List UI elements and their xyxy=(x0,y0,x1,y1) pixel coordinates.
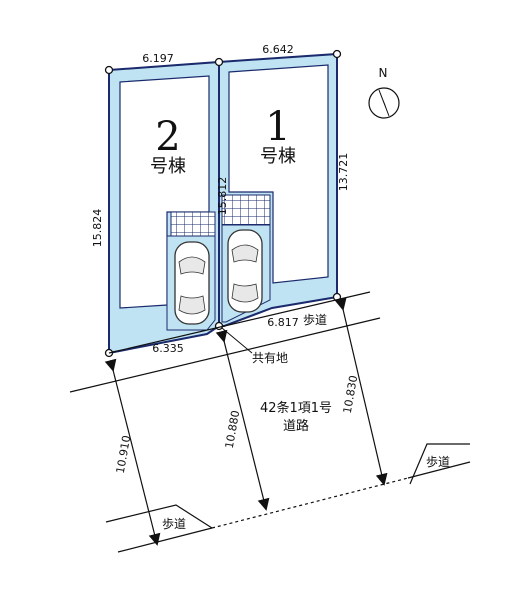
parking-grate-2 xyxy=(170,211,216,237)
dim-lot1-top: 6.642 xyxy=(262,43,294,56)
lot-1-number: 1 xyxy=(265,104,290,150)
road-width-left xyxy=(104,358,161,546)
lot-2-number: 2 xyxy=(155,114,180,160)
north-arrow-icon xyxy=(368,87,400,119)
dim-road-center: 10.880 xyxy=(223,409,242,449)
corner-markers xyxy=(104,49,342,358)
road-width-center xyxy=(215,329,270,511)
lot-2-label: 号棟 xyxy=(150,156,186,177)
building-1 xyxy=(228,64,329,284)
road-type-label: 42条1項1号 xyxy=(260,400,332,416)
car-2 xyxy=(174,241,210,325)
car-1 xyxy=(227,229,263,313)
shared-land-label: 共有地 xyxy=(252,351,288,365)
building-2 xyxy=(119,75,210,309)
north-label: N xyxy=(379,66,388,80)
dim-road-left: 10.910 xyxy=(114,434,133,474)
dim-lot2-bottom: 6.335 xyxy=(152,342,184,355)
dim-center-line: 15.812 xyxy=(216,177,229,216)
road-edge-upper xyxy=(108,291,371,354)
sidewalk-left-stub xyxy=(105,504,213,529)
lot-1-label: 号棟 xyxy=(260,146,296,167)
sidewalk-top-label: 歩道 xyxy=(303,312,327,327)
sidewalk-right-label: 歩道 xyxy=(426,454,450,469)
road-name-label: 道路 xyxy=(283,418,309,434)
parking-grate-1 xyxy=(221,194,271,226)
road-far-edge-dashed xyxy=(211,477,409,529)
dim-lot1-right: 13.721 xyxy=(337,153,350,192)
sidewalk-right-edge xyxy=(407,461,471,479)
sidewalk-left-edge xyxy=(117,527,213,553)
sidewalk-left-label: 歩道 xyxy=(162,516,186,531)
dim-lot2-top: 6.197 xyxy=(142,52,174,65)
dim-lot2-left: 15.824 xyxy=(91,209,104,248)
dim-lot1-bottom: 6.817 xyxy=(267,316,299,329)
road-width-right xyxy=(334,297,388,486)
sidewalk-right-stub xyxy=(409,443,470,485)
dim-road-right: 10.830 xyxy=(341,374,360,414)
